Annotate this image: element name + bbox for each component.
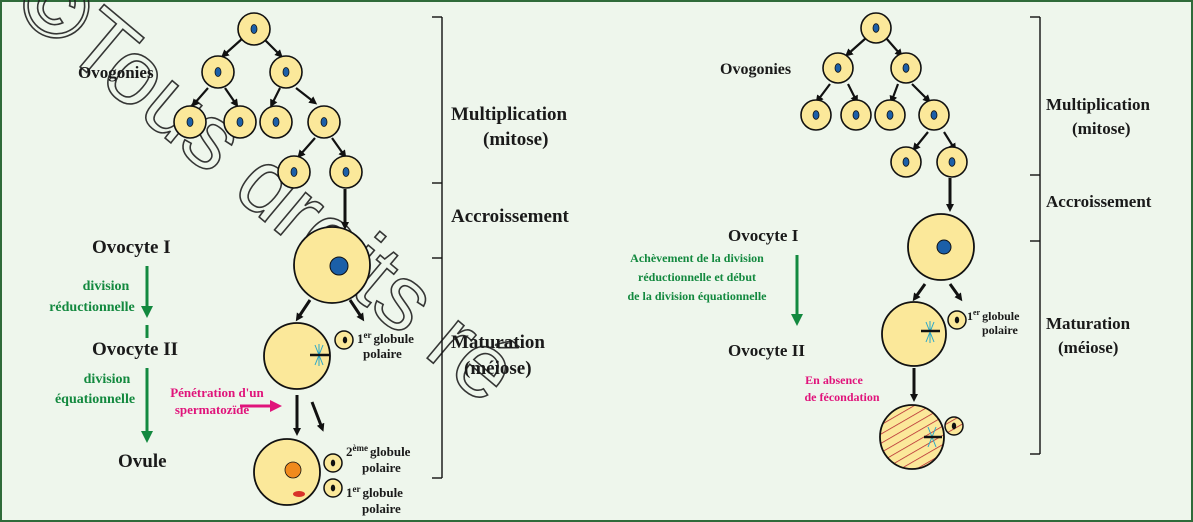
left-penetration-2: spermatozïde <box>175 402 250 417</box>
left-ovocyte2-cell <box>263 322 354 390</box>
left-label-ovocyte2: Ovocyte II <box>92 339 178 360</box>
left-globule1-line2: polaire <box>363 346 402 361</box>
cell <box>173 105 207 139</box>
cell <box>201 55 235 89</box>
right-phase-accroissement: Accroissement <box>1046 192 1152 211</box>
cell <box>890 52 922 84</box>
left-globule2-line2: polaire <box>362 460 401 475</box>
left-phase-multiplication: Multiplication <box>451 104 568 125</box>
cell <box>277 155 311 189</box>
left-div-red-1: division <box>83 279 130 294</box>
cell <box>936 146 968 178</box>
cell <box>874 99 906 131</box>
left-label-ovogonies: Ovogonies <box>78 63 154 82</box>
right-label-ovogonies: Ovogonies <box>720 61 791 78</box>
left-diagram: Ovogonies Ovocyte I division réductionne… <box>49 12 570 516</box>
left-phase-meiose: (méiose) <box>464 358 532 379</box>
cell <box>329 155 363 189</box>
right-phase-mitose: (mitose) <box>1072 119 1131 138</box>
cell <box>918 99 950 131</box>
cell <box>259 105 293 139</box>
cell <box>223 105 257 139</box>
right-absence-2: de fécondation <box>805 390 880 404</box>
right-absence-1: En absence <box>805 373 863 387</box>
left-penetration-1: Pénétration d'un <box>170 385 264 400</box>
right-globule1-line2: polaire <box>982 323 1018 337</box>
right-label-ovocyte2: Ovocyte II <box>728 341 805 360</box>
cell <box>800 99 832 131</box>
left-label-ovocyte1: Ovocyte I <box>92 237 171 258</box>
left-label-ovule: Ovule <box>118 451 167 472</box>
cell <box>860 12 892 44</box>
left-globule1b-line2: polaire <box>362 501 401 516</box>
left-phase-maturation: Maturation <box>451 332 545 353</box>
right-achevement-2: réductionnelle et début <box>638 270 756 284</box>
left-ovocyte1-cell <box>293 226 371 304</box>
right-ovocyte2-cell <box>881 301 967 367</box>
cell <box>269 55 303 89</box>
cell <box>237 12 271 46</box>
right-phase-multiplication: Multiplication <box>1046 95 1150 114</box>
right-ovocyte1-cell <box>907 213 975 281</box>
left-div-red-2: réductionnelle <box>49 300 135 315</box>
right-label-ovocyte1: Ovocyte I <box>728 226 799 245</box>
right-achevement-1: Achèvement de la division <box>630 251 764 265</box>
left-phase-bracket <box>432 16 443 479</box>
right-achevement-3: de la division équationnelle <box>627 289 767 303</box>
right-phase-maturation: Maturation <box>1046 314 1131 333</box>
cell <box>822 52 854 84</box>
left-phase-accroissement: Accroissement <box>451 206 570 227</box>
left-ovogonies-cells <box>173 12 363 189</box>
right-unfertilized-cell <box>879 404 964 470</box>
right-phase-bracket <box>1030 16 1041 455</box>
left-div-eq-2: équationnelle <box>55 392 135 407</box>
right-phase-meiose: (méiose) <box>1058 338 1118 357</box>
left-phase-mitose: (mitose) <box>483 129 548 150</box>
cell <box>840 99 872 131</box>
left-div-eq-1: division <box>84 372 131 387</box>
right-diagram: Ovogonies Ovocyte I Achèvement de la div… <box>627 12 1152 470</box>
cell <box>890 146 922 178</box>
cell <box>307 105 341 139</box>
right-ovogonies-cells <box>800 12 968 178</box>
left-ovule-cell <box>253 438 343 506</box>
right-tree-arrows <box>815 37 963 402</box>
